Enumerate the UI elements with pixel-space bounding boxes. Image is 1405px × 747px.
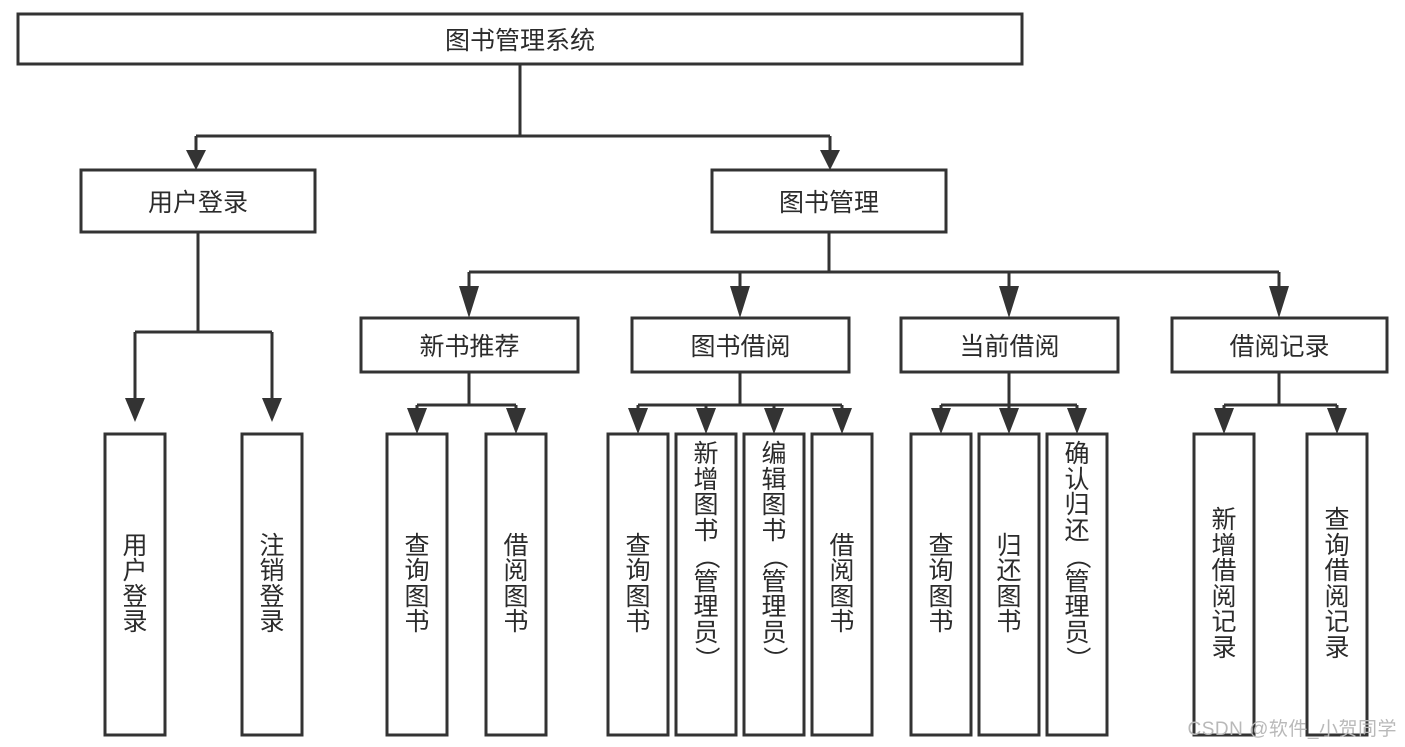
arrow-head-leaf-edit-book	[764, 408, 784, 434]
arrow-head-leaf-borrow-book-1	[506, 408, 526, 434]
node-borrow-record[interactable]	[1170, 316, 1389, 374]
leafbox-borrow-book-1[interactable]	[484, 432, 548, 737]
arrow-head-borrow-record	[1269, 286, 1289, 318]
leafbox-query-book-3[interactable]	[909, 432, 973, 737]
arrow-head-leaf-query-book-3	[931, 408, 951, 434]
arrow-head-current-borrow	[999, 286, 1019, 318]
csdn-watermark: CSDN @软件_小贺同学	[1187, 719, 1397, 740]
arrow-head-leaf-confirm-return	[1067, 408, 1087, 434]
leafbox-edit-book[interactable]	[742, 432, 806, 737]
leafbox-user-login[interactable]	[103, 432, 167, 737]
leafbox-return-book[interactable]	[977, 432, 1041, 737]
leafbox-borrow-book-2[interactable]	[810, 432, 874, 737]
leafbox-query-record[interactable]	[1305, 432, 1369, 737]
leafbox-query-book-1[interactable]	[385, 432, 449, 737]
arrow-head-book-borrow	[730, 286, 750, 318]
arrow-head-leaf-query-book-2	[628, 408, 648, 434]
node-book-borrow[interactable]	[630, 316, 851, 374]
arrow-head-leaf-query-book-1	[407, 408, 427, 434]
arrow-head-leaf-add-record	[1214, 408, 1234, 434]
arrow-head-leaf-borrow-book-2	[832, 408, 852, 434]
node-root[interactable]	[16, 12, 1024, 66]
node-current-borrow[interactable]	[899, 316, 1120, 374]
node-user-login[interactable]	[79, 168, 317, 234]
arrow-head-leaf-logout-login	[262, 398, 282, 422]
arrow-head-user-login	[186, 150, 206, 170]
arrow-head-new-book-recommend	[459, 286, 479, 318]
arrow-head-leaf-add-book	[696, 408, 716, 434]
leafbox-add-book[interactable]	[674, 432, 738, 737]
leafbox-logout-login[interactable]	[240, 432, 304, 737]
leafbox-query-book-2[interactable]	[606, 432, 670, 737]
arrow-head-leaf-user-login	[125, 398, 145, 422]
node-new-book-recommend[interactable]	[359, 316, 580, 374]
arrow-head-book-manage	[820, 150, 840, 170]
leafbox-confirm-return[interactable]	[1045, 432, 1109, 737]
leafbox-add-record[interactable]	[1192, 432, 1256, 737]
arrow-head-leaf-query-record	[1327, 408, 1347, 434]
arrow-head-leaf-return-book	[999, 408, 1019, 434]
node-book-manage[interactable]	[710, 168, 948, 234]
